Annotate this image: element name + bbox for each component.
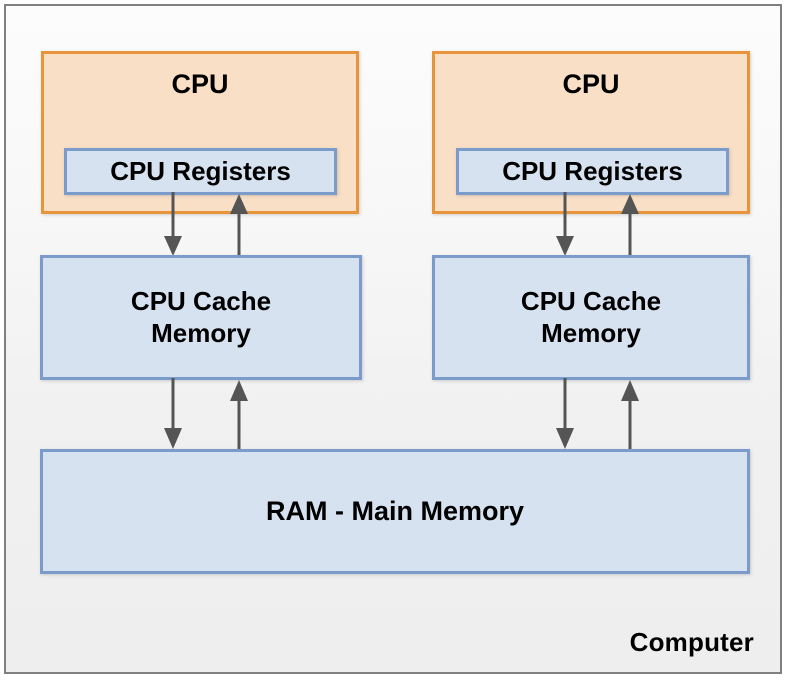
arrow-cache-to-registers-left [227, 192, 251, 258]
cpu-box-2-title: CPU [562, 69, 620, 99]
ram-box: RAM - Main Memory [40, 449, 750, 574]
cpu-box-1-title: CPU [171, 69, 229, 99]
cpu-cache-box-2-label-line1: CPU Cache [520, 285, 662, 316]
cpu-cache-box-1-label-line1: CPU Cache [130, 285, 272, 316]
cpu-cache-box-1: CPU Cache Memory [40, 255, 362, 380]
cpu-cache-box-2-label-line2: Memory [541, 317, 641, 348]
computer-frame: CPU CPU Registers CPU CPU Registers [4, 4, 782, 674]
cpu-cache-box-1-label-line2: Memory [151, 317, 251, 348]
arrow-ram-to-cache-right [618, 378, 642, 450]
arrow-cache-to-ram-right [553, 378, 577, 450]
arrow-registers-to-cache-right [553, 192, 577, 258]
cpu-registers-box-1: CPU Registers [64, 148, 337, 195]
arrow-ram-to-cache-left [227, 378, 251, 450]
arrow-registers-to-cache-left [161, 192, 185, 258]
cpu-registers-box-1-label: CPU Registers [110, 156, 291, 186]
arrow-cache-to-registers-right [618, 192, 642, 258]
ram-box-label: RAM - Main Memory [265, 496, 525, 526]
computer-frame-label: Computer [629, 627, 754, 657]
cpu-registers-box-2: CPU Registers [456, 148, 729, 195]
cpu-registers-box-2-label: CPU Registers [502, 156, 683, 186]
cpu-cache-box-2: CPU Cache Memory [432, 255, 750, 380]
arrow-cache-to-ram-left [161, 378, 185, 450]
